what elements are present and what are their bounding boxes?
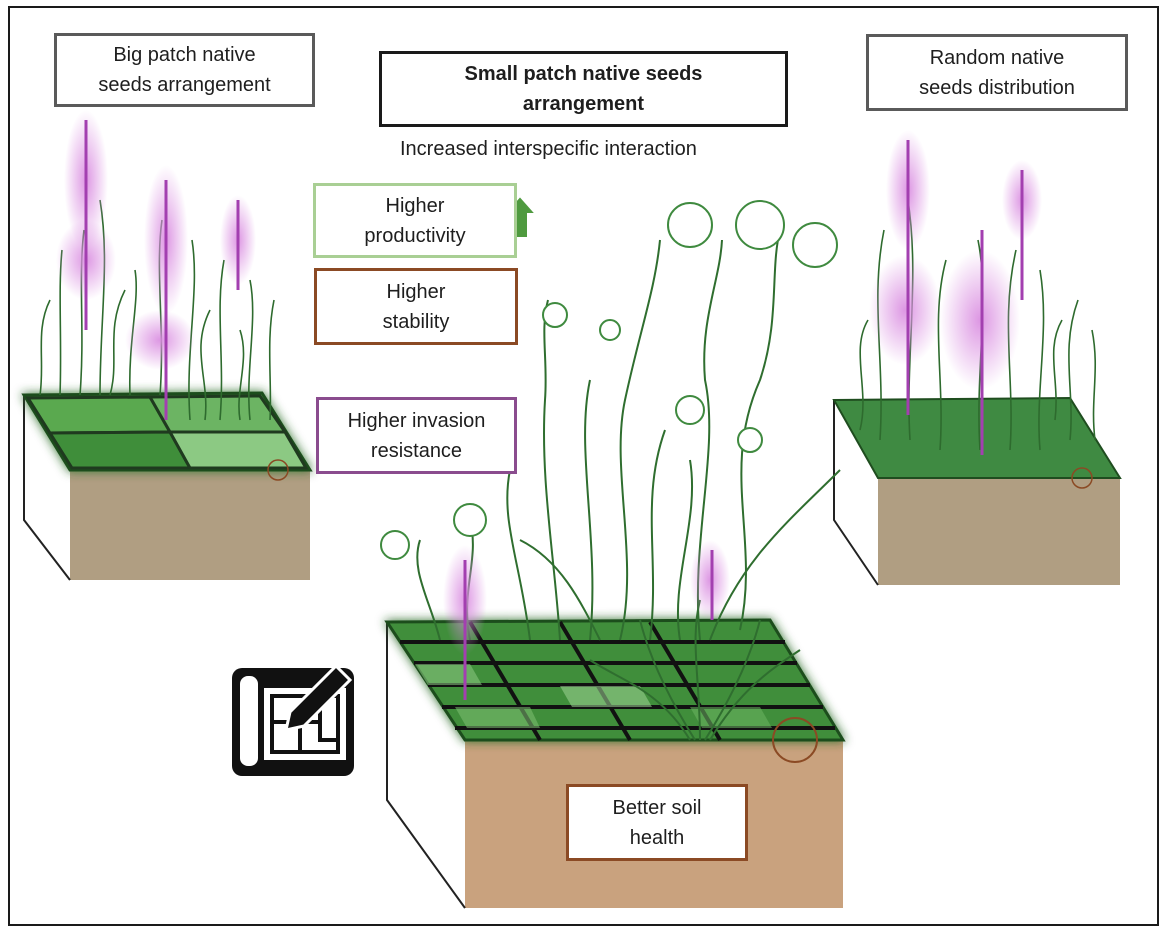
blueprint-pencil-icon xyxy=(232,663,354,776)
center-panel-subtitle: Increased interspecific interaction xyxy=(400,138,697,160)
stability-label: Higher stability xyxy=(314,268,518,345)
left-plot-soil xyxy=(70,470,310,580)
right-plot-top xyxy=(832,396,1122,479)
left-plot xyxy=(21,110,313,581)
productivity-label: Higher productivity xyxy=(313,183,517,258)
right-plot-soil xyxy=(878,478,1120,585)
invasion-resistance-label: Higher invasion resistance xyxy=(316,397,517,474)
left-panel-label: Big patch native seeds arrangement xyxy=(54,33,315,107)
right-panel-label: Random native seeds distribution xyxy=(866,34,1128,111)
right-plot xyxy=(832,130,1122,586)
soil-health-label: Better soil health xyxy=(566,784,748,861)
left-plot-flowers xyxy=(56,110,256,420)
right-plot-flowers xyxy=(869,130,1042,455)
center-panel-label: Small patch native seeds arrangement xyxy=(379,51,788,127)
center-plot-plants xyxy=(416,229,841,641)
